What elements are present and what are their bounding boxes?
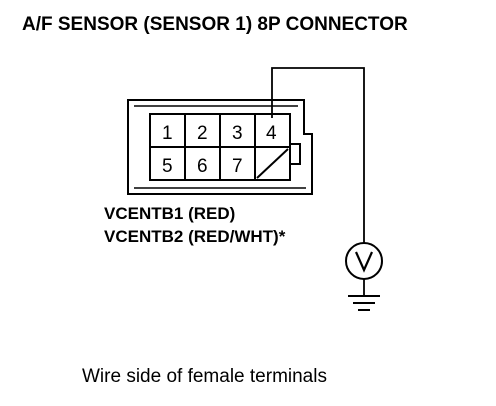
pin-6-label: 6 (197, 156, 208, 177)
empty-terminal-slash (256, 148, 289, 179)
pin-5-label: 5 (162, 156, 173, 177)
terminal-grid (149, 113, 301, 181)
voltmeter-icon (345, 242, 383, 280)
probe-wire (271, 67, 365, 295)
wire-label-vcentb1: VCENTB1 (RED) (104, 204, 236, 223)
wire-label-vcentb2: VCENTB2 (RED/WHT)* (104, 227, 286, 246)
pin-4-label: 4 (266, 123, 277, 144)
pin-3-label: 3 (232, 123, 243, 144)
diagram-title: A/F SENSOR (SENSOR 1) 8P CONNECTOR (22, 14, 408, 35)
pin-2-label: 2 (197, 123, 208, 144)
diagram-caption: Wire side of female terminals (82, 366, 327, 387)
pin-7-label: 7 (232, 156, 243, 177)
ground-icon (348, 295, 380, 311)
connector-housing (127, 99, 313, 195)
pin-1-label: 1 (162, 123, 173, 144)
pin-labels: 1 2 3 4 5 6 7 (162, 123, 277, 177)
